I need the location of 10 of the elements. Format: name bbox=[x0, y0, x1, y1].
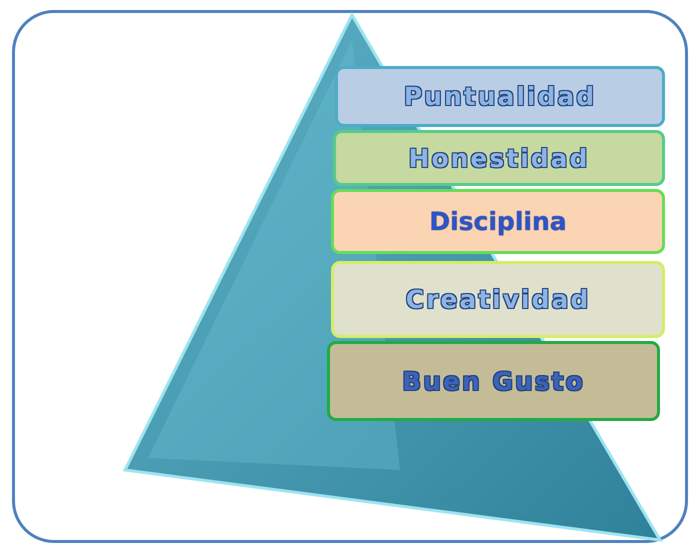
level-box bbox=[331, 189, 665, 254]
level-box bbox=[327, 341, 660, 421]
level-box bbox=[333, 130, 665, 186]
level-label: Disciplina bbox=[429, 207, 567, 236]
level-box bbox=[335, 66, 665, 127]
level-label: Buen Gusto bbox=[402, 366, 585, 396]
level-box bbox=[331, 261, 665, 338]
level-label: Creatividad bbox=[406, 285, 590, 314]
level-label: Honestidad bbox=[408, 144, 590, 172]
level-label: Puntualidad bbox=[404, 82, 596, 111]
